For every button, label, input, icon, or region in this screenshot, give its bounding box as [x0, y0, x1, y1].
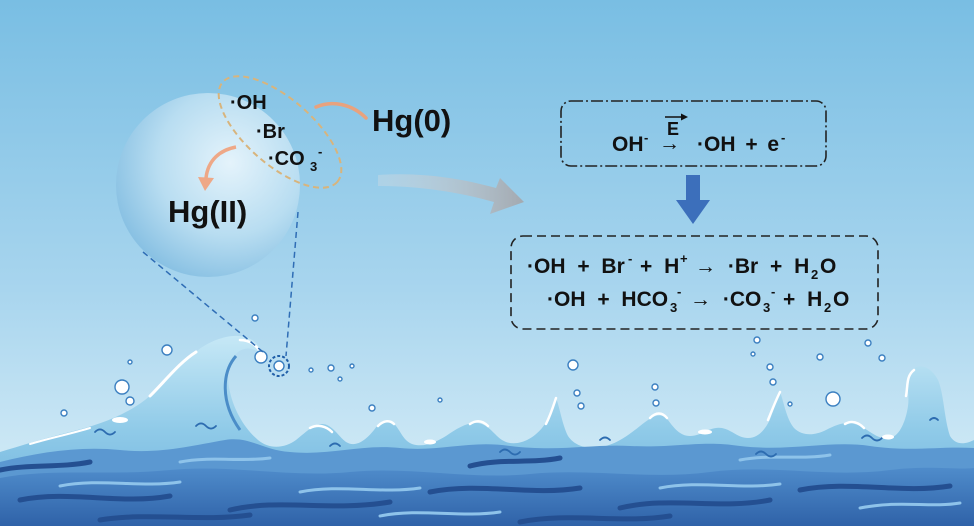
electrochemical-equation: OH - → ·OH + e - [612, 124, 789, 156]
oxidation-arrow [198, 145, 237, 191]
r1-water-subscript: 2 [811, 267, 818, 282]
ocean [0, 314, 974, 526]
radical-oh-label: ·OH [230, 92, 267, 114]
droplets [60, 314, 886, 417]
reactant-hg-0-label: Hg(0) [372, 103, 451, 138]
electric-field-vector-icon [665, 113, 688, 121]
r2-carbonate-subscript: 3 [763, 300, 770, 315]
r1-proton-charge: + [680, 251, 688, 266]
r2-water-subscript: 2 [824, 300, 831, 315]
flow-arrow-down [676, 175, 710, 224]
foam-curls [94, 417, 939, 458]
radical-co3-label: ·CO 3 - [268, 144, 323, 176]
product-hg-ii-label: Hg(II) [168, 194, 247, 229]
zoom-line-right [285, 211, 299, 357]
r2-seg-3: → ·CO [690, 288, 761, 311]
water-light-streaks [58, 453, 962, 518]
wave-curl-inner [223, 355, 242, 431]
deep-water [0, 467, 974, 526]
radical-co3-subscript: 3 [310, 159, 317, 174]
r2-seg-0: ·OH + HCO [547, 288, 668, 311]
reactant-uptake-curve [314, 101, 368, 120]
radical-group-ellipse [217, 75, 343, 189]
electrochemical-step-box: OH - → ·OH + e - E [560, 100, 827, 167]
eq-rhs: ·OH + e [697, 133, 779, 156]
eq-lhs-charge: - [644, 130, 648, 145]
r2-bicarbonate-subscript: 3 [670, 300, 677, 315]
zoom-target-bubble [273, 360, 285, 372]
radical-co3-charge: - [318, 144, 322, 159]
reactions-box-border [510, 235, 879, 330]
reaction-line-2: ·OH + HCO 3 - → ·CO 3 - + H 2 O [547, 278, 849, 317]
bubble-magnified: ·OH ·Br ·CO 3 - Hg(II) [116, 75, 343, 277]
step-box-border [560, 100, 827, 167]
r1-bromide-charge: - [628, 251, 632, 266]
radical-reactions-box: ·OH + Br - + H + → ·Br + H 2 O ·OH + HCO… [510, 235, 879, 330]
eq-rhs-charge: - [781, 130, 785, 145]
process-arrow-grey [378, 174, 524, 214]
reaction-line-1: ·OH + Br - + H + → ·Br + H 2 O [527, 245, 836, 284]
eq-reaction-arrow: → [659, 132, 680, 155]
zoom-indicator [142, 211, 299, 377]
r1-seg-0: ·OH + Br [527, 255, 625, 278]
r2-carbonate-charge: - [771, 284, 775, 299]
water-dark-streaks [0, 455, 953, 525]
eq-lhs: OH [612, 133, 644, 156]
r2-bicarbonate-charge: - [677, 284, 681, 299]
zoom-line-left [142, 251, 264, 353]
r2-seg-8: O [833, 288, 849, 311]
r1-seg-4: → ·Br + H [695, 255, 809, 278]
electric-field-label: E [667, 119, 679, 139]
radical-br-label: ·Br [256, 121, 285, 143]
foam-highlights [29, 338, 916, 445]
r1-seg-6: O [820, 255, 836, 278]
r1-seg-2: + H [640, 255, 679, 278]
radical-co3-base: ·CO [268, 148, 305, 170]
r2-seg-6: + H [783, 288, 822, 311]
zoom-target-circle [268, 355, 290, 377]
